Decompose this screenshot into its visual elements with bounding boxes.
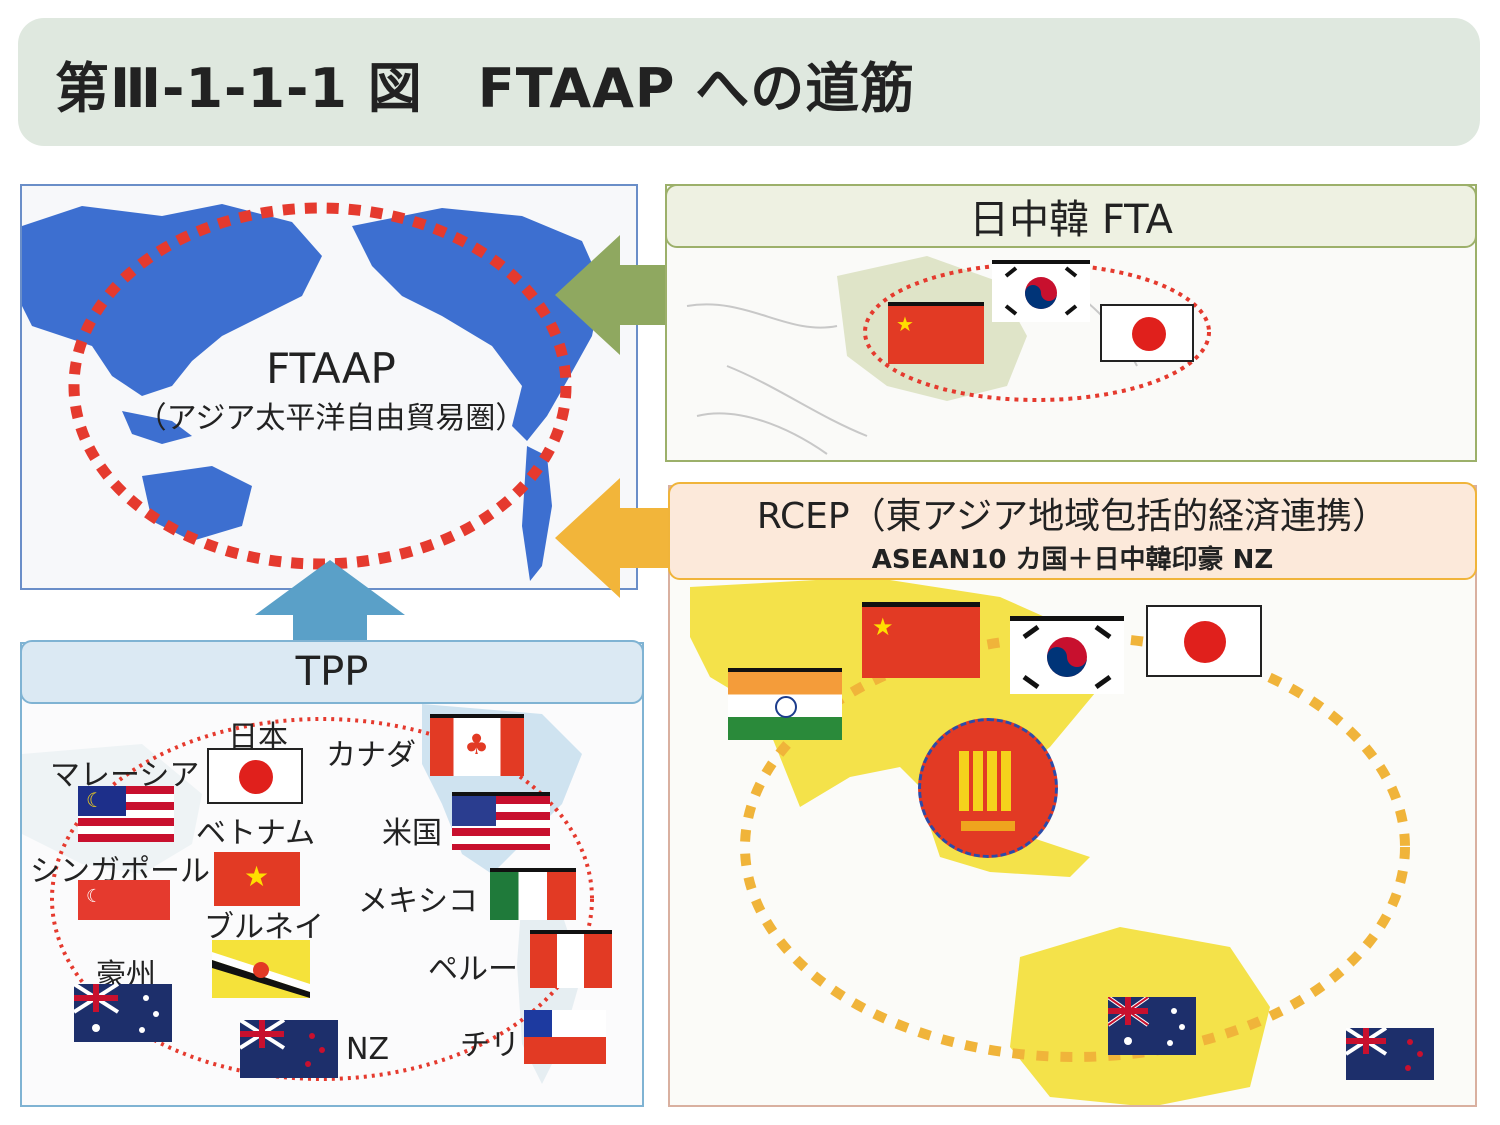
ftaap-map bbox=[22, 186, 636, 588]
korea-flag bbox=[992, 260, 1090, 322]
jck-header: 日中韓 FTA bbox=[665, 184, 1477, 248]
peru-flag bbox=[530, 930, 612, 988]
nz-flag-tpp bbox=[238, 1018, 338, 1078]
label-us: 米国 bbox=[382, 816, 442, 851]
brunei-flag bbox=[212, 940, 310, 998]
tpp-header: TPP bbox=[20, 640, 644, 704]
ftaap-ring bbox=[68, 202, 572, 570]
label-peru: ペルー bbox=[428, 952, 518, 987]
rcep-map bbox=[670, 487, 1475, 1105]
nz-flag-rcep bbox=[1344, 1026, 1434, 1080]
asia-landmass bbox=[22, 204, 322, 396]
rcep-ring bbox=[740, 632, 1410, 1062]
asean-emblem bbox=[918, 718, 1058, 858]
label-mexico: メキシコ bbox=[358, 884, 478, 919]
label-chile: チリ bbox=[460, 1028, 520, 1063]
canada-flag: ♣ bbox=[430, 714, 524, 776]
label-nz: NZ bbox=[346, 1032, 389, 1067]
vietnam-flag: ★ bbox=[214, 852, 300, 906]
india-flag bbox=[728, 668, 842, 740]
se-asia-islands bbox=[122, 411, 192, 444]
mexico-flag bbox=[490, 868, 576, 920]
japan-flag-tpp bbox=[207, 748, 303, 804]
china-flag-rcep: ★ bbox=[862, 602, 980, 678]
tpp-ring bbox=[50, 717, 594, 1081]
rcep-title: RCEP（東アジア地域包括的経済連携） bbox=[756, 495, 1389, 537]
japan-flag-rcep bbox=[1146, 605, 1262, 677]
label-brunei: ブルネイ bbox=[204, 910, 324, 945]
jck-ring bbox=[863, 262, 1211, 402]
title-bar bbox=[18, 18, 1480, 146]
australia-flag-rcep bbox=[1106, 995, 1196, 1055]
figure-title: 第Ⅲ-1-1-1 図 FTAAP への道筋 bbox=[55, 57, 916, 120]
tpp-arrow bbox=[255, 560, 405, 646]
ftaap-panel: FTAAP （アジア太平洋自由貿易圏） bbox=[20, 184, 638, 590]
malaysia-flag: ☾ bbox=[78, 786, 174, 842]
chile-flag bbox=[524, 1010, 606, 1064]
ftaap-name: FTAAP bbox=[266, 344, 396, 393]
north-america-landmass bbox=[352, 208, 602, 441]
south-america-landmass bbox=[522, 446, 552, 581]
singapore-flag: ☾ bbox=[78, 880, 170, 920]
china-flag: ★ bbox=[888, 302, 984, 364]
jck-arrow bbox=[555, 235, 670, 355]
tpp-title: TPP bbox=[295, 649, 369, 695]
label-vietnam: ベトナム bbox=[196, 816, 316, 851]
label-canada: カナダ bbox=[326, 738, 416, 773]
us-flag bbox=[452, 792, 550, 850]
korea-flag-rcep bbox=[1010, 616, 1124, 694]
ftaap-subtitle: （アジア太平洋自由貿易圏） bbox=[136, 401, 526, 436]
rcep-subtitle: ASEAN10 カ国＋日中韓印豪 NZ bbox=[871, 544, 1274, 575]
jck-title: 日中韓 FTA bbox=[969, 197, 1173, 243]
japan-flag-jck bbox=[1100, 304, 1194, 362]
rcep-header: RCEP（東アジア地域包括的経済連携） ASEAN10 カ国＋日中韓印豪 NZ bbox=[668, 482, 1477, 580]
australia-flag-tpp bbox=[72, 982, 172, 1042]
rcep-arrow bbox=[555, 478, 670, 598]
